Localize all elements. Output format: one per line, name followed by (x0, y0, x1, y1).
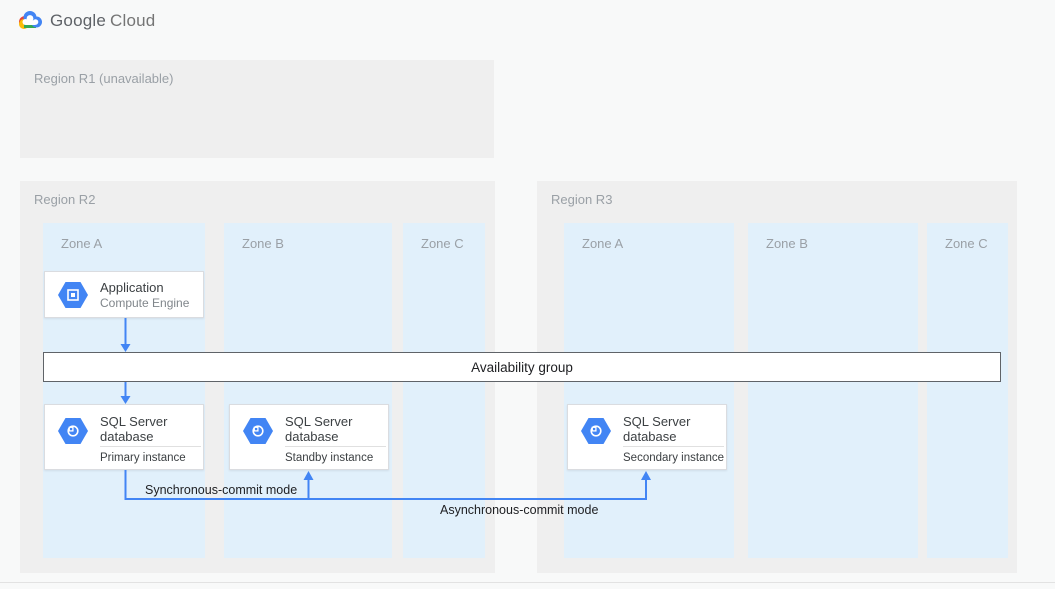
sql-server-icon (58, 418, 88, 444)
sql-node-title: SQL Server database (623, 414, 691, 444)
zone-label: Zone C (421, 236, 464, 251)
application-subtitle: Compute Engine (100, 296, 190, 310)
zone-label: Zone B (242, 236, 284, 251)
availability-group-label: Availability group (471, 359, 573, 375)
sql-server-icon (243, 418, 273, 444)
divider (623, 446, 724, 447)
sql-node-title: SQL Server database (285, 414, 353, 444)
zone-label: Zone B (766, 236, 808, 251)
page-bottom-divider (0, 582, 1055, 583)
region-r3-zone-b: Zone B (748, 223, 918, 558)
brand-cloud: Cloud (110, 11, 156, 30)
region-r2-zone-b: Zone B (224, 223, 392, 558)
zone-label: Zone A (61, 236, 103, 251)
sql-server-icon (581, 418, 611, 444)
region-r3-zone-a: Zone A (564, 223, 734, 558)
sql-server-standby-node: SQL Server database Standby instance (229, 404, 389, 470)
application-title: Application (100, 280, 164, 295)
sql-node-instance: Secondary instance (623, 452, 725, 464)
sql-node-title: SQL Server database (100, 414, 168, 444)
region-r3-zone-c: Zone C (927, 223, 1008, 558)
sql-node-instance: Standby instance (285, 452, 374, 464)
brand-google: Google (50, 11, 107, 30)
asynchronous-commit-label: Asynchronous-commit mode (440, 503, 599, 517)
synchronous-commit-label: Synchronous-commit mode (145, 483, 298, 497)
compute-engine-icon (58, 282, 88, 308)
region-r2-zone-c: Zone C (403, 223, 485, 558)
region-r2-label: Region R2 (34, 192, 96, 207)
sql-server-primary-node: SQL Server database Primary instance (44, 404, 204, 470)
zone-label: Zone C (945, 236, 988, 251)
divider (100, 446, 201, 447)
divider (285, 446, 386, 447)
zone-label: Zone A (582, 236, 624, 251)
google-cloud-logo-icon (19, 11, 42, 29)
availability-group-bar: Availability group (43, 352, 1001, 382)
application-node: Application Compute Engine (44, 271, 204, 318)
region-r3-label: Region R3 (551, 192, 613, 207)
region-r1: Region R1 (unavailable) (20, 60, 494, 158)
region-r1-label: Region R1 (unavailable) (34, 71, 174, 86)
sql-node-instance: Primary instance (100, 452, 186, 464)
sql-server-secondary-node: SQL Server database Secondary instance (567, 404, 727, 470)
